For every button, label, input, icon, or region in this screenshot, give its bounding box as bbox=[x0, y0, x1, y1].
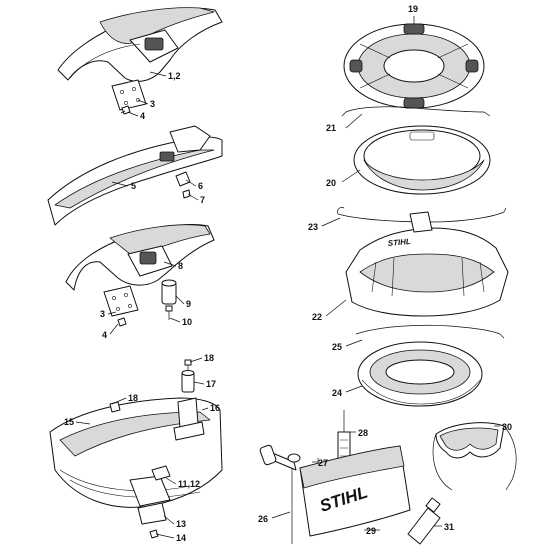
part-ring-24 bbox=[357, 341, 483, 407]
part-plate-13 bbox=[137, 502, 167, 525]
label-30: 30 bbox=[502, 422, 512, 432]
part-glasses-30 bbox=[432, 422, 517, 491]
part-deflector-5 bbox=[47, 125, 223, 226]
label-18b: 18 bbox=[128, 393, 138, 403]
part-wrench-26 bbox=[259, 444, 301, 544]
label-24: 24 bbox=[332, 388, 342, 398]
part-screw-18b bbox=[109, 401, 121, 413]
label-31: 31 bbox=[444, 522, 454, 532]
part-spring-21 bbox=[341, 106, 491, 117]
label-4b: 4 bbox=[102, 330, 107, 340]
part-screw-14 bbox=[149, 529, 159, 539]
part-nuts-11-12 bbox=[151, 465, 171, 481]
label-8: 8 bbox=[178, 261, 183, 271]
label-28: 28 bbox=[358, 428, 368, 438]
label-13: 13 bbox=[176, 519, 186, 529]
label-5: 5 bbox=[131, 181, 136, 191]
label-22: 22 bbox=[312, 312, 322, 322]
label-23: 23 bbox=[308, 222, 318, 232]
label-15: 15 bbox=[64, 417, 74, 427]
part-tube-31 bbox=[407, 497, 441, 545]
part-guard-15 bbox=[49, 397, 223, 508]
label-25: 25 bbox=[332, 342, 342, 352]
label-26: 26 bbox=[258, 514, 268, 524]
label-10: 10 bbox=[182, 317, 192, 327]
label-9: 9 bbox=[186, 299, 191, 309]
label-18a: 18 bbox=[204, 353, 214, 363]
part-guard-upper bbox=[57, 7, 223, 82]
part-spring-25 bbox=[355, 324, 505, 339]
part-screw-10 bbox=[165, 305, 173, 320]
label-14: 14 bbox=[176, 533, 186, 543]
part-pouch-29: STIHL bbox=[299, 445, 411, 537]
label-27: 27 bbox=[318, 458, 328, 468]
part-screw-18a bbox=[184, 359, 192, 371]
label-3b: 3 bbox=[100, 309, 105, 319]
part-spacer-17 bbox=[181, 370, 195, 393]
label-1-2: 1,2 bbox=[168, 71, 181, 81]
part-ring-20 bbox=[353, 125, 491, 195]
label-20: 20 bbox=[326, 178, 336, 188]
part-screw-7 bbox=[182, 189, 191, 199]
part-nut-6 bbox=[175, 171, 191, 187]
part-carrier-19 bbox=[343, 23, 485, 109]
part-plate-3a bbox=[111, 79, 147, 111]
label-4a: 4 bbox=[140, 111, 145, 121]
part-plate-3b bbox=[103, 285, 139, 317]
label-17: 17 bbox=[206, 379, 216, 389]
label-16: 16 bbox=[210, 403, 220, 413]
housing-logo: STIHL bbox=[387, 237, 411, 248]
label-6: 6 bbox=[198, 181, 203, 191]
part-screw-4b bbox=[117, 317, 127, 327]
label-3a: 3 bbox=[150, 99, 155, 109]
part-housing-22: STIHL bbox=[345, 211, 509, 317]
part-bracket-16 bbox=[173, 397, 205, 441]
part-bushing-9 bbox=[161, 279, 177, 305]
label-7: 7 bbox=[200, 195, 205, 205]
label-19: 19 bbox=[408, 4, 418, 14]
leader-lines bbox=[75, 16, 500, 539]
callout-labels: 1,2 3 4 5 6 7 8 9 3 4 10 18 17 18 16 15 … bbox=[64, 4, 512, 543]
label-11-12: 11,12 bbox=[178, 479, 200, 489]
label-29: 29 bbox=[366, 526, 376, 536]
label-21: 21 bbox=[326, 123, 336, 133]
part-guard-8 bbox=[65, 223, 215, 291]
